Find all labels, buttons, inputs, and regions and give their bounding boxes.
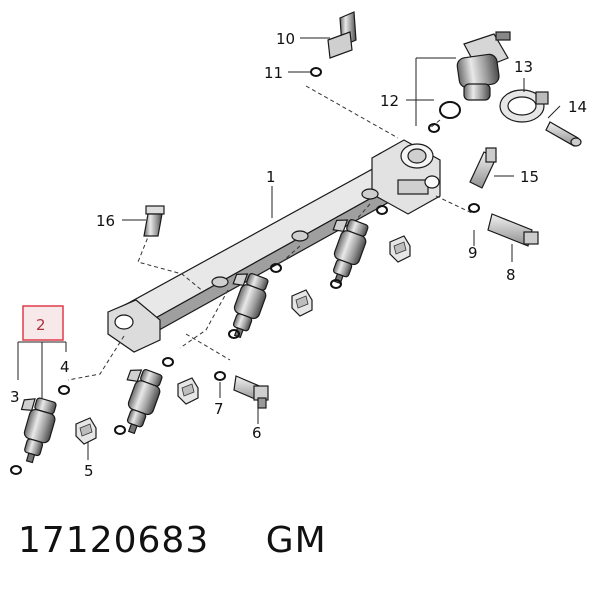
highlight-box [22,305,64,341]
callout-6: 6 [252,424,262,442]
callout-11: 11 [264,64,283,82]
sensor-part-8 [487,213,539,247]
bolt-part-14 [545,121,582,147]
callout-labels: 10 11 12 13 14 15 1 16 9 8 7 6 5 4 3 2 [10,30,587,480]
callout-8: 8 [506,266,516,284]
bolt-part-16 [143,205,165,237]
washer-part-11 [310,67,322,77]
injector-assembly-cyl-1 [110,357,199,438]
callout-14: 14 [568,98,587,116]
injector-clip-part-5 [75,417,97,445]
fitting-part-15 [469,147,497,189]
fuel-rail-exploded-diagram: 10 11 12 13 14 15 1 16 9 8 7 6 5 4 3 2 [7,11,587,480]
brand-name: GM [265,520,327,561]
fitting-part-6 [233,375,269,409]
callout-15: 15 [520,168,539,186]
callout-5: 5 [84,462,94,480]
callout-3: 3 [10,388,20,406]
callout-2: 2 [36,316,46,334]
leader-lines [17,37,561,460]
o-ring-part-7 [214,371,226,381]
callout-9: 9 [468,244,478,262]
callout-7: 7 [214,400,224,418]
o-ring-part-9 [468,203,480,213]
fuel-rail [107,139,441,353]
callout-16: 16 [96,212,115,230]
callout-4: 4 [60,358,70,376]
callout-10: 10 [276,30,295,48]
o-ring-part-12 [428,101,461,133]
assembly-lines [67,85,475,381]
clamp-part-13 [499,89,549,123]
callout-1: 1 [266,168,276,186]
bolt-part-10 [327,11,357,59]
callout-13: 13 [514,58,533,76]
part-footer: 17120683 GM [18,520,327,561]
part-number: 17120683 [18,520,210,561]
pressure-regulator [456,31,511,101]
callout-12: 12 [380,92,399,110]
